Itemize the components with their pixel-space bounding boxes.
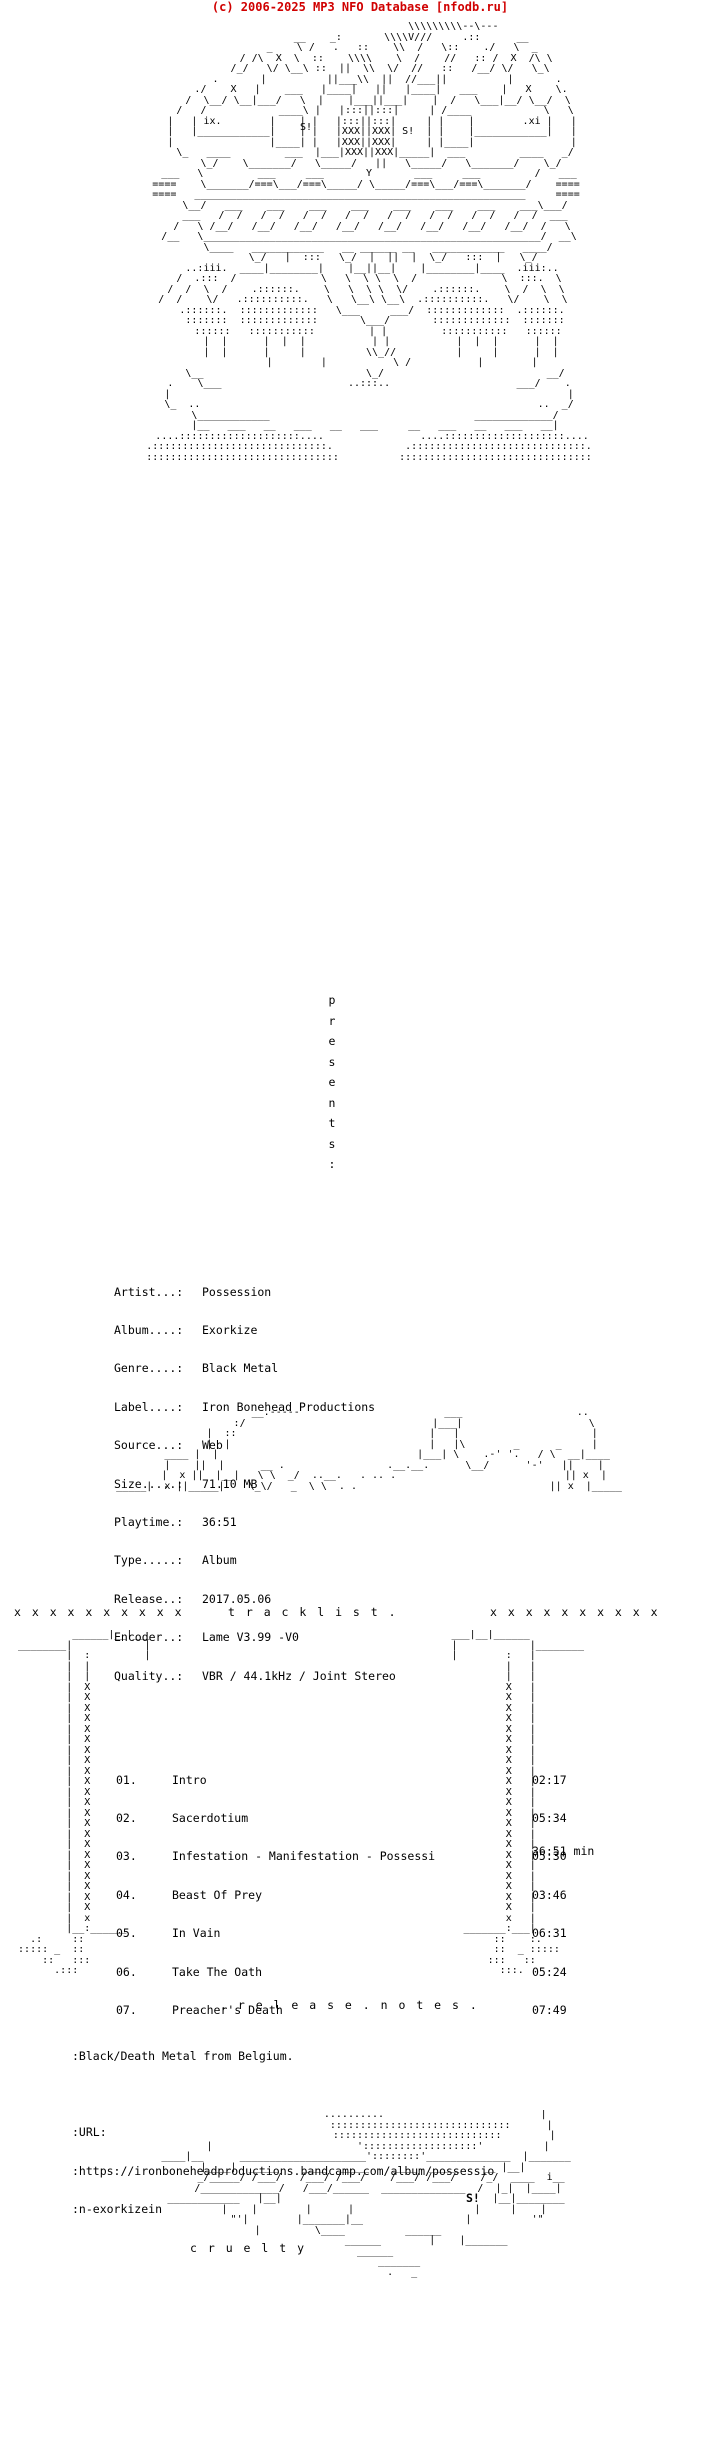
info-row: Quality..:VBR / 44.1kHz / Joint Stereo	[114, 1668, 396, 1683]
info-row: Source...:Web	[114, 1438, 223, 1453]
release-notes-label: . r e l e a s e . n o t e s .	[220, 1998, 479, 2012]
copyright-header: (c) 2006-2025 MP3 NFO Database [nfodb.ru…	[211, 0, 509, 14]
signature-word: c r u e l t y	[190, 2241, 307, 2255]
presents-letter: r	[328, 1013, 336, 1028]
presents-letter: e	[328, 1034, 336, 1048]
signature-logo-ascii: .......... | :::::::::::::::::::::::::::…	[161, 2110, 571, 2278]
tracklist-label: t r a c k l i s t .	[228, 1605, 398, 1619]
info-row: Type.....:Album	[114, 1553, 237, 1568]
info-row: Genre....:Black Metal	[114, 1361, 279, 1376]
info-row: Artist...:Possession	[114, 1284, 272, 1299]
track-row: 03.Infestation - Manifestation - Possess…	[116, 1849, 567, 1864]
notes-line: :Black/Death Metal from Belgium.	[72, 2048, 294, 2063]
presents-letter: t	[328, 1116, 336, 1130]
notes-line: :URL:	[72, 2125, 107, 2140]
presents-letter: s	[328, 1136, 336, 1151]
info-row: Size.....:71.10 MB	[114, 1476, 258, 1491]
info-row: Encoder..:Lame V3.99 -V0	[114, 1630, 299, 1645]
presents-vertical: p r e s e n t s :	[324, 990, 340, 1175]
presents-letter: n	[328, 1095, 336, 1110]
presents-letter: p	[328, 993, 336, 1007]
presents-letter: s	[328, 1054, 336, 1069]
notes-spacer	[72, 2088, 592, 2101]
notes-line: :n-exorkizein	[72, 2202, 163, 2217]
release-notes: :Black/Death Metal from Belgium. :URL: :…	[72, 2024, 592, 2242]
notes-url: :https://ironboneheadproductions.bandcam…	[72, 2163, 495, 2178]
info-row: Album....:Exorkize	[114, 1322, 258, 1337]
left-x-row: x x x x x x x x x x	[14, 1605, 184, 1619]
total-time: 36:51 min	[532, 1844, 595, 1858]
tracklist-box-ascii: ______|__|___ ___|__|______ ________| | …	[18, 1630, 584, 1976]
art-mark: S!	[300, 122, 313, 133]
presents-letter: :	[328, 1157, 336, 1171]
skull-ascii-art: \\\\\\\\\--\--- __ _: \\\\V/// .:: __ _ …	[146, 22, 592, 463]
tracklist-frame-ascii: __.----- ___ .. :/ |___| \ | :: | |	[116, 1408, 622, 1492]
info-row: Release..:2017.05.06	[114, 1591, 272, 1606]
signature-mark: S!	[466, 2191, 480, 2205]
right-x-row: x x x x x x x x x x	[490, 1605, 660, 1619]
release-info: Artist...:Possession Album....:Exorkize …	[114, 1260, 396, 1708]
info-row: Label....:Iron Bonehead Productions	[114, 1399, 376, 1414]
presents-letter: e	[328, 1075, 336, 1089]
info-row: Playtime.:36:51	[114, 1514, 237, 1529]
